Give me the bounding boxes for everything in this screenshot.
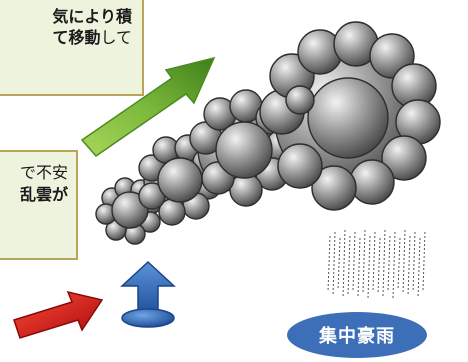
- heavy-rain-badge: 集中豪雨: [287, 312, 427, 358]
- blue-up-arrow-icon: [120, 260, 176, 328]
- green-arrow-icon: [80, 56, 216, 157]
- cloud-icon: [95, 21, 441, 245]
- callout-top: 気により積 て移動して: [0, 0, 144, 96]
- rain-icon: [327, 229, 426, 299]
- callout-top-line2: て移動して: [52, 28, 132, 47]
- callout-middle: で不安 乱雲が: [0, 150, 78, 260]
- callout-middle-line2: 乱雲が: [19, 185, 68, 204]
- callout-top-line1: 気により積: [52, 7, 132, 26]
- callout-middle-line1: で不安: [19, 163, 68, 182]
- red-arrow-icon: [13, 290, 104, 339]
